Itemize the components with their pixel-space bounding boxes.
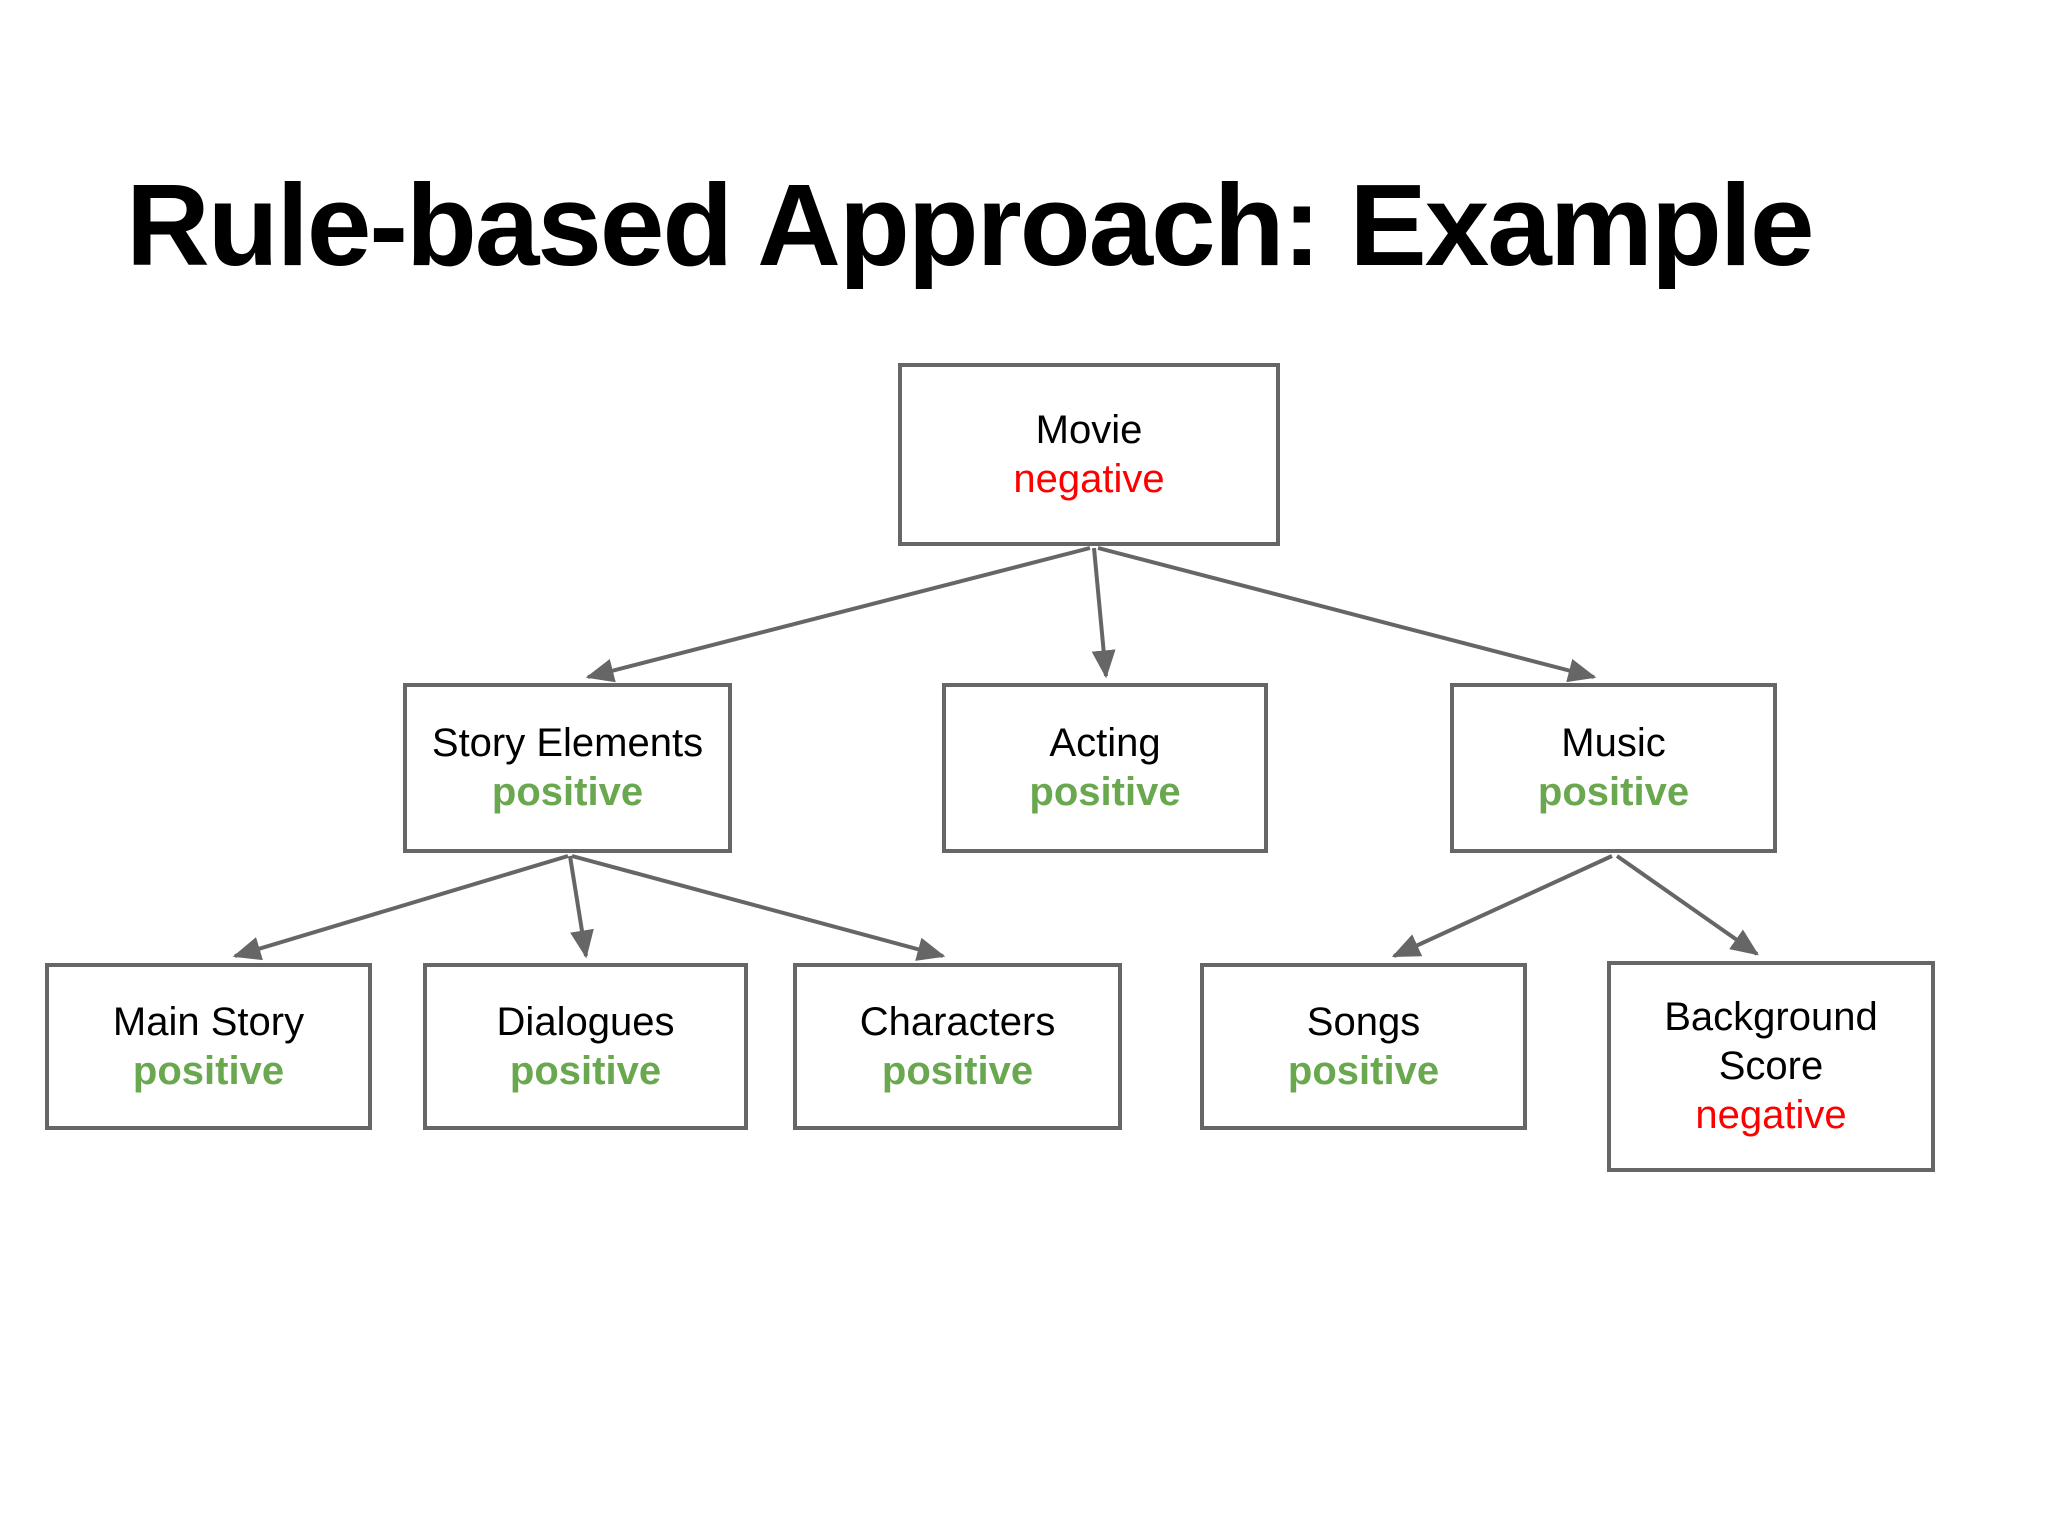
node-dialogues-label: Dialogues (496, 999, 675, 1044)
node-acting-label: Acting (1049, 721, 1161, 766)
node-background-score: Background Score negative (1607, 961, 1935, 1172)
node-main-story-label: Main Story (112, 999, 305, 1044)
node-movie: Movie negative (898, 363, 1280, 546)
edge-movie-to-story-elements (585, 546, 1091, 683)
node-main-story-sentiment: positive (132, 1048, 285, 1093)
node-background-score-sentiment: negative (1695, 1092, 1847, 1137)
node-songs-sentiment: positive (1287, 1048, 1440, 1093)
slide-title: Rule-based Approach: Example (126, 160, 1815, 290)
edge-music-to-background-score (1615, 854, 1759, 956)
node-music-sentiment: positive (1537, 770, 1690, 814)
edge-movie-to-music (1097, 546, 1597, 683)
node-songs: Songs positive (1200, 963, 1527, 1130)
node-story-elements-sentiment: positive (491, 770, 644, 814)
node-music: Music positive (1450, 683, 1777, 853)
node-dialogues: Dialogues positive (423, 963, 748, 1130)
edge-story-to-characters (571, 854, 946, 961)
node-background-score-label: Background Score (1664, 995, 1878, 1089)
edge-story-to-main-story (232, 854, 569, 961)
node-story-elements: Story Elements positive (403, 683, 732, 853)
node-characters: Characters positive (793, 963, 1122, 1130)
edge-music-to-songs (1391, 854, 1613, 958)
node-acting-sentiment: positive (1029, 770, 1181, 814)
node-characters-label: Characters (859, 999, 1056, 1044)
edge-movie-to-acting (1091, 547, 1116, 679)
node-main-story: Main Story positive (45, 963, 372, 1130)
node-acting: Acting positive (942, 683, 1268, 853)
node-story-elements-label: Story Elements (431, 721, 704, 766)
node-dialogues-sentiment: positive (509, 1048, 662, 1093)
node-songs-label: Songs (1306, 999, 1421, 1044)
node-music-label: Music (1561, 721, 1666, 766)
node-movie-sentiment: negative (1013, 456, 1165, 501)
node-movie-label: Movie (1035, 407, 1143, 452)
node-characters-sentiment: positive (881, 1048, 1034, 1093)
edge-story-to-dialogues (568, 855, 594, 959)
